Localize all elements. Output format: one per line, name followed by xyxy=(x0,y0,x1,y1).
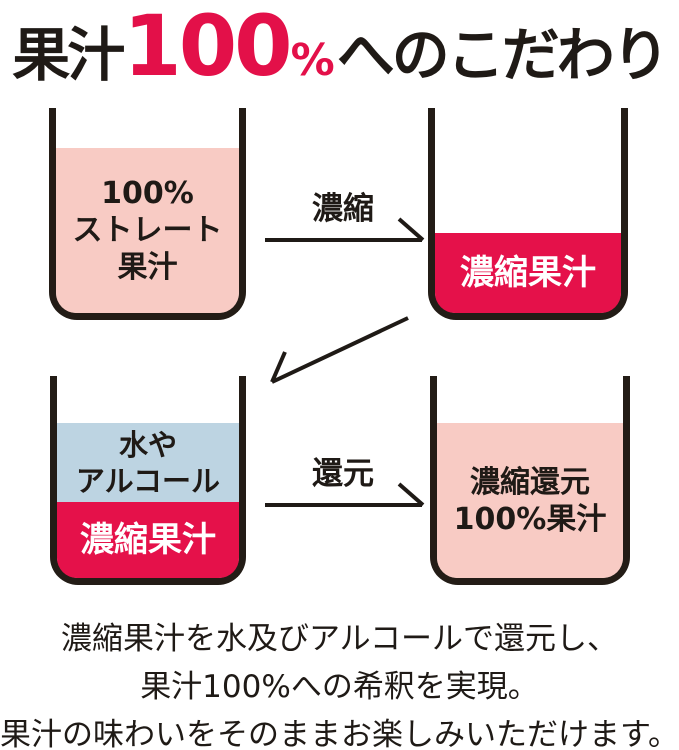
liquid-reconstituted-juice: 濃縮還元 100%果汁 xyxy=(437,423,623,578)
caption-line1: 濃縮果汁を水及びアルコールで還元し、 xyxy=(60,621,619,657)
beaker-concentrated-juice: 濃縮果汁 xyxy=(428,108,628,320)
beaker-straight-line3: 果汁 xyxy=(117,250,178,285)
beaker-reconstituted-line1: 濃縮還元 xyxy=(470,464,590,500)
caption-text: 濃縮果汁を水及びアルコールで還元し、 果汁100%への希釈を実現。 果汁の味わい… xyxy=(0,615,679,750)
arrow-reconstitute-icon xyxy=(265,482,425,507)
caption-line2: 果汁100%への希釈を実現。 xyxy=(140,669,539,705)
beaker-straight-line2: ストレート xyxy=(72,213,223,248)
title-percent-sign: % xyxy=(290,35,335,86)
arrow-concentrate-icon xyxy=(265,217,425,242)
beaker-dilution-mix: 水や アルコール 濃縮果汁 xyxy=(50,376,246,585)
beaker-straight-juice: 100% ストレート 果汁 xyxy=(49,108,246,320)
beaker-straight-line1: 100% xyxy=(101,176,194,211)
beaker-reconstituted-line2: 100%果汁 xyxy=(453,501,607,537)
liquid-water-alcohol: 水や アルコール xyxy=(57,423,239,502)
water-alcohol-line2: アルコール xyxy=(75,463,221,498)
title-prefix: 果汁 xyxy=(12,21,125,89)
beaker-reconstituted-juice: 濃縮還元 100%果汁 xyxy=(430,376,630,585)
arrow-label-reconstitute: 還元 xyxy=(312,456,374,492)
arrow-down-left-icon xyxy=(270,316,409,384)
water-alcohol-line1: 水や xyxy=(118,427,177,462)
liquid-concentrated-juice: 濃縮果汁 xyxy=(435,233,621,313)
page-title: 果汁 100 % へのこだわり xyxy=(0,0,679,92)
dilution-juice-label: 濃縮果汁 xyxy=(80,520,216,560)
liquid-concentrated-layer: 濃縮果汁 xyxy=(57,502,239,578)
caption-line3: 果汁の味わいをそのままお楽しみいただけます。 xyxy=(0,717,679,750)
arrow-label-concentrate: 濃縮 xyxy=(312,191,374,227)
liquid-straight-juice: 100% ストレート 果汁 xyxy=(56,148,239,313)
title-suffix: へのこだわり xyxy=(336,21,670,89)
beaker-concentrated-label: 濃縮果汁 xyxy=(460,253,596,293)
title-number-100: 100 xyxy=(123,0,292,95)
